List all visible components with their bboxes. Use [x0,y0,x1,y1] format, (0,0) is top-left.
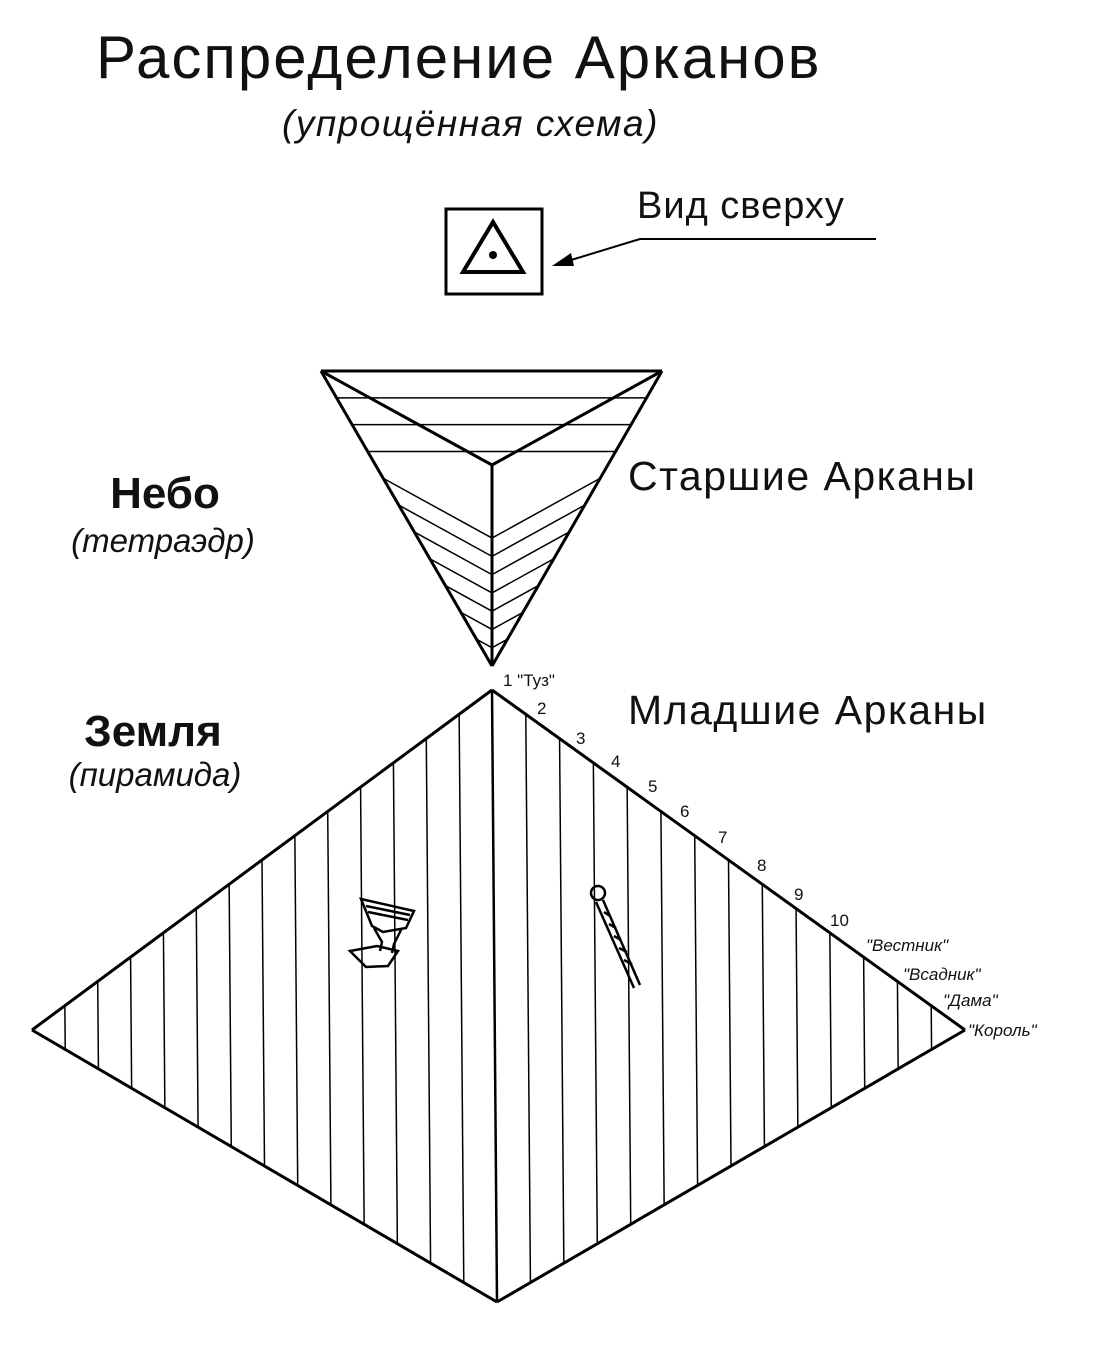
band-line [795,908,799,1128]
level-9: 9 [794,885,804,904]
level-page: "Вестник" [866,936,949,955]
band-line [829,932,833,1108]
wand-icon [589,884,642,989]
band-line [491,584,539,612]
pyramid [31,688,966,1304]
band-line [491,558,555,594]
earth-label: Земля [84,707,222,756]
band-line [359,787,365,1225]
band-line [476,638,493,649]
band-line [425,738,432,1264]
band-line [761,884,766,1147]
level-knight: "Всадник" [903,965,981,984]
band-line [896,981,899,1069]
tetra-edge [490,370,664,667]
triangle-dot-icon [459,218,527,274]
band-line [294,835,299,1186]
level-2: 2 [537,699,547,718]
minor-arcana-label: Младшие Арканы [628,687,988,733]
tetra-edge [319,370,494,667]
band-line [162,932,166,1108]
band-line [96,981,100,1069]
band-line [660,811,665,1205]
band-line [261,859,266,1167]
arrow-icon [552,238,876,266]
level-8: 8 [757,856,767,875]
band-line [491,504,586,558]
band-line [392,762,399,1244]
level-king: "Король" [968,1021,1037,1040]
band-line [460,611,493,631]
level-5: 5 [648,777,658,796]
level-ace: 1 "Туз" [503,671,555,690]
band-line [445,584,493,612]
pyramid-edge [490,689,499,1303]
level-7: 7 [718,828,728,847]
band-line [525,714,532,1283]
band-line [558,738,565,1264]
band-line [458,714,465,1283]
level-10: 10 [830,911,849,930]
cup-icon [347,897,416,969]
major-arcana-label: Старшие Арканы [628,453,977,499]
band-line [129,957,133,1089]
band-line [382,477,493,539]
band-line [727,859,732,1167]
band-line [491,531,570,576]
tetrahedron [319,369,664,667]
band-line [413,531,493,576]
band-line [491,477,601,539]
band-line [398,504,493,558]
band-line [626,787,632,1225]
level-6: 6 [680,802,690,821]
band-line [491,611,524,631]
diagram-title: Распределение Арканов [96,24,822,91]
band-line [491,638,508,649]
sky-subtitle: (тетраэдр) [71,522,255,559]
level-4: 4 [611,752,621,771]
tetra-edge [320,369,493,467]
level-3: 3 [576,729,586,748]
diagram-subtitle: (упрощённая схема) [282,103,659,144]
band-line [693,835,699,1186]
tetra-edge [491,369,663,467]
band-line [862,957,866,1089]
earth-subtitle: (пирамида) [68,756,242,793]
band-line [195,908,199,1128]
level-queen: "Дама" [943,991,998,1010]
band-line [592,762,599,1244]
band-line [429,558,493,594]
band-line [228,884,233,1147]
band-line [326,811,332,1205]
top-view-label: Вид сверху [637,185,845,227]
sky-label: Небо [110,469,220,518]
top-view-box [444,207,544,296]
